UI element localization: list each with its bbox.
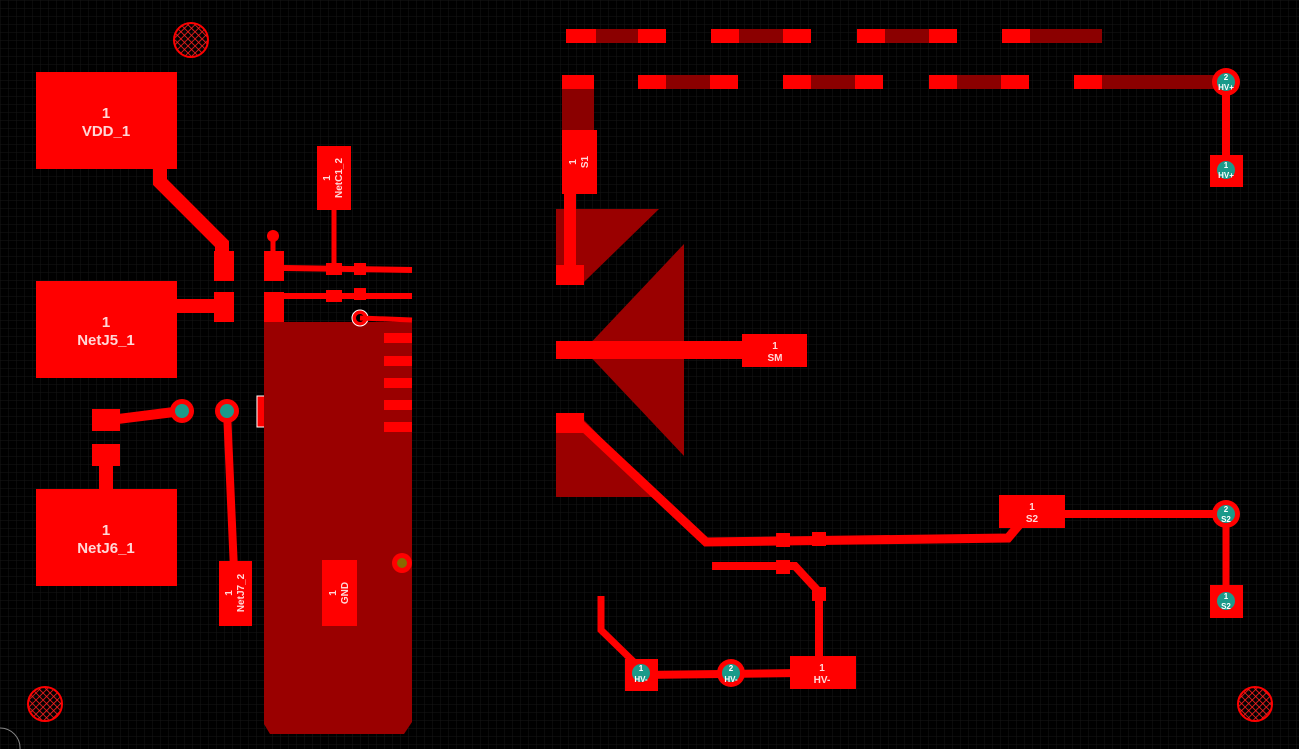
trace-hvminus-up [712, 562, 823, 656]
ic-pin-3[interactable] [384, 378, 412, 388]
dashed-trace-top [566, 29, 1102, 43]
pad-netc1[interactable] [317, 146, 351, 210]
mounting-hole-bottom-right [1237, 686, 1273, 722]
gnd-pour [264, 322, 412, 734]
pad-netj5[interactable] [36, 281, 177, 378]
via-netj7-hole [220, 404, 234, 418]
pad-hvminus[interactable] [790, 656, 856, 689]
label-hvminus-pad-name: HV- [814, 675, 831, 686]
pad-hvminus-small-2[interactable] [812, 587, 826, 601]
trace-sm [556, 341, 746, 359]
pad-s2[interactable] [999, 495, 1065, 528]
label-sm-num: 1 [772, 341, 778, 352]
via-hvplus-1-hole [1217, 161, 1235, 179]
trace-netj6-b [109, 406, 183, 425]
ic-pin-4[interactable] [384, 400, 412, 410]
label-netj7-name: NetJ7_2 [236, 573, 247, 612]
via-s2-2-hole [1217, 505, 1235, 523]
label-hvplus-2-num: 2 [1224, 73, 1229, 82]
label-hvminus-1-name: HV- [634, 675, 648, 684]
via-hvminus-1-hole [632, 664, 650, 682]
label-hvminus-pad-num: 1 [819, 663, 825, 674]
trace-ic-3 [359, 315, 413, 323]
label-netj6-num: 1 [102, 522, 110, 539]
via-gnd-hole [397, 558, 407, 568]
trace-s1-dark [562, 89, 594, 131]
label-netj7-num: 1 [224, 590, 235, 596]
pad-netj6[interactable] [36, 489, 177, 586]
label-s2-1-name: S2 [1221, 602, 1231, 611]
label-vdd-name: VDD_1 [82, 123, 130, 140]
label-netc1-name: NetC1_2 [334, 158, 345, 198]
mounting-hole-bottom-left [27, 686, 63, 722]
trace-hvminus-left [597, 596, 643, 671]
label-hvplus-1-num: 1 [1224, 161, 1229, 170]
label-hvplus-2-name: HV+ [1218, 83, 1234, 92]
label-netj5-name: NetJ5_1 [77, 332, 135, 349]
pad-ic-small-1[interactable] [326, 263, 342, 275]
trace-ic-1 [283, 265, 413, 273]
pad-s2-small-2[interactable] [812, 532, 826, 546]
label-s2-pad-num: 1 [1029, 502, 1035, 513]
dashed-trace-second [562, 75, 1224, 89]
label-s2-pad-name: S2 [1026, 514, 1039, 525]
pad-netj6-top[interactable] [92, 409, 120, 431]
label-hvminus-1-num: 1 [639, 664, 644, 673]
label-s2-1-num: 1 [1224, 592, 1229, 601]
label-s2-2-name: S2 [1221, 515, 1231, 524]
pad-ic-small-4[interactable] [354, 288, 366, 300]
pad-gnd[interactable] [322, 560, 357, 626]
pad-s1-tip[interactable] [556, 265, 584, 285]
label-gnd-num: 1 [328, 590, 339, 596]
label-sm-name: SM [768, 353, 783, 364]
pad-sm[interactable] [742, 334, 807, 367]
label-hvminus-2-name: HV- [724, 675, 738, 684]
pad-c1-a[interactable] [264, 251, 284, 281]
label-vdd-num: 1 [102, 105, 110, 122]
trace-netj7 [223, 410, 238, 571]
pad-ic-small-3[interactable] [326, 290, 342, 302]
label-gnd-name: GND [340, 582, 351, 604]
label-hvplus-1-name: HV+ [1218, 171, 1234, 180]
pad-vdd-smd[interactable] [214, 251, 234, 281]
pad-netj7[interactable] [219, 561, 252, 626]
pad-s2-small-1[interactable] [776, 533, 790, 547]
via-hvplus-2-hole [1217, 73, 1235, 91]
ic-pin-2[interactable] [384, 356, 412, 366]
pad-vdd[interactable] [36, 72, 177, 169]
label-s1-num: 1 [568, 159, 579, 165]
pad-s1[interactable] [562, 130, 597, 194]
pad-netj6-mid[interactable] [92, 444, 120, 466]
pad-c1-b[interactable] [264, 292, 284, 322]
pad-hvminus-small-1[interactable] [776, 560, 790, 574]
via-hvminus-2-hole [722, 664, 740, 682]
pad-s2-tip[interactable] [556, 413, 584, 433]
mounting-hole-top-left [173, 22, 209, 58]
spark-gap-top [556, 209, 659, 282]
ic-pin-5[interactable] [384, 422, 412, 432]
pad-ic-small-2[interactable] [354, 263, 366, 275]
label-netj6-name: NetJ6_1 [77, 540, 135, 557]
label-s2-2-num: 2 [1224, 505, 1229, 514]
label-netj5-num: 1 [102, 314, 110, 331]
label-s1-name: S1 [580, 155, 591, 168]
via-s2-1-hole [1217, 592, 1235, 610]
label-hvminus-2-num: 2 [729, 664, 734, 673]
ic-pin-1[interactable] [384, 333, 412, 343]
board-corner-arc [0, 727, 21, 749]
label-netc1-num: 1 [322, 175, 333, 181]
via-netj6-hole [175, 404, 189, 418]
